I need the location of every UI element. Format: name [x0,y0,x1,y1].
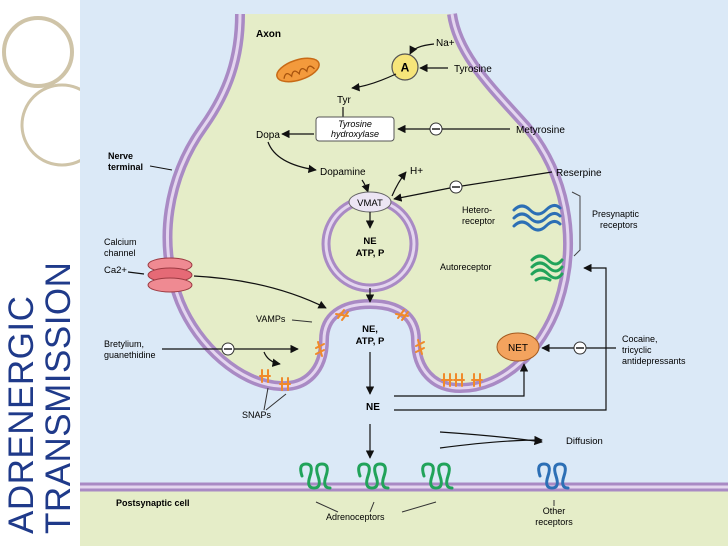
nerve-terminal-label-2: terminal [108,162,143,172]
autoreceptor-label: Autoreceptor [440,262,492,272]
title-line-1: ADRENERGIC [2,295,41,534]
transporter-a-label: A [401,61,410,75]
vamp-proteins [315,309,425,357]
enzyme-label-2: hydroxylase [331,129,379,139]
h-plus-label: H+ [410,166,423,177]
tyrosine-hydroxylase-box [315,116,395,142]
presynaptic-receptors-label-1: Presynaptic [592,209,640,219]
other-receptor [537,462,570,490]
dopamine-label: Dopamine [320,167,366,178]
tyr-label: Tyr [337,95,352,106]
other-receptors-label-1: Other [543,506,566,516]
ring-decoration [20,83,80,167]
snap-proteins [259,369,483,391]
adrenergic-diagram: A Na+ Tyrosine Axon Tyr Tyrosine hydroxy… [80,0,728,546]
nerve-terminal-label-1: Nerve [108,151,133,161]
calcium-ion-label: Ca2+ [104,265,127,276]
metyrosine-label: Metyrosine [516,125,565,136]
ring-decoration [2,16,74,88]
cocaine-label-2: tricyclic [622,345,652,355]
presynaptic-receptors-label-2: receptors [600,220,638,230]
other-receptors-label-2: receptors [535,517,573,527]
enzyme-label-1: Tyrosine [338,119,372,129]
adrenoceptor [357,462,390,490]
calcium-channel-label-1: Calcium [104,237,137,247]
calcium-channel [147,257,193,293]
fused-vesicle-atp-label: ATP, P [356,336,385,347]
decorative-rings [2,16,80,167]
net-transporter [496,332,540,362]
adrenoceptor [299,462,332,490]
adrenoceptor [421,462,454,490]
vmat-label: VMAT [357,198,383,209]
autoreceptor [530,254,564,282]
vesicle-atp-label: ATP, P [356,248,385,259]
slide-title: ADRENERGIC TRANSMISSION [0,0,80,546]
heteroreceptor-label-1: Hetero- [462,205,492,215]
mitochondrion [276,57,320,83]
vamps-label: VAMPs [256,314,286,324]
transporter-a [391,53,419,81]
cocaine-label-1: Cocaine, [622,334,658,344]
title-line-2: TRANSMISSION [39,261,78,534]
postsynaptic-cell [80,488,728,546]
heteroreceptor-label-2: receptor [462,216,495,226]
reserpine-label: Reserpine [556,168,602,179]
axon-label: Axon [256,29,281,40]
calcium-channel-label-2: channel [104,248,136,258]
tyrosine-label: Tyrosine [454,64,492,75]
postsynaptic-cell-label: Postsynaptic cell [116,498,190,508]
adrenoceptors-label: Adrenoceptors [326,512,385,522]
bretylium-label-2: guanethidine [104,350,156,360]
dopa-label: Dopa [256,130,280,141]
diffusion-label: Diffusion [566,436,603,447]
heteroreceptor [512,203,562,232]
vesicle-ne-label: NE [363,236,376,247]
diagram-panel: A Na+ Tyrosine Axon Tyr Tyrosine hydroxy… [80,0,728,546]
cleft-ne-label: NE [366,402,380,413]
fused-vesicle-ne-label: NE, [362,324,378,335]
title-panel: ADRENERGIC TRANSMISSION [0,0,80,546]
na-plus-label: Na+ [436,38,455,49]
cocaine-label-3: antidepressants [622,356,686,366]
bretylium-label-1: Bretylium, [104,339,144,349]
net-label: NET [508,343,528,354]
snaps-label: SNAPs [242,410,272,420]
